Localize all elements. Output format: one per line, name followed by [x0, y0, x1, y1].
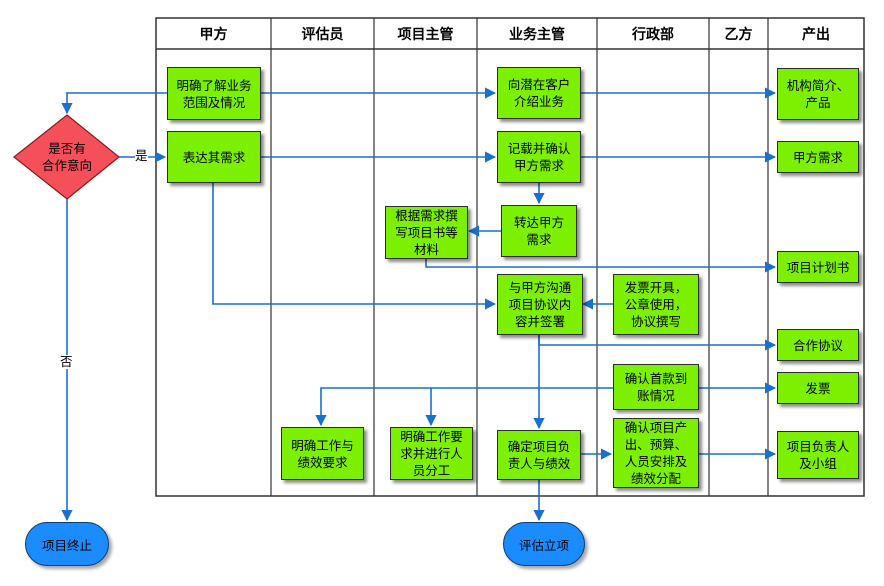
lane-header-xingzheng: 行政部 [632, 26, 674, 43]
terminal-start[interactable]: 评估立项 [503, 522, 585, 566]
node-biaoda[interactable]: 表达其需求 [167, 131, 261, 183]
lane-header-pinguyuan: 评估员 [301, 26, 344, 43]
decision-label: 是否有 合作意向 [41, 141, 92, 173]
node-zhuanda[interactable]: 转达甲方 需求 [501, 205, 577, 257]
terminal-end[interactable]: 项目终止 [25, 522, 109, 566]
node-xiangqianzai[interactable]: 向潜在客户 介绍业务 [497, 67, 581, 119]
output-fapiao[interactable]: 发票 [777, 372, 859, 404]
edge-label-no: 否 [60, 354, 73, 369]
node-goutong[interactable]: 与甲方沟通 项目协议内 容并签署 [497, 274, 583, 335]
edge-label-yes: 是 [135, 148, 148, 163]
output-xuqiu[interactable]: 甲方需求 [777, 141, 859, 173]
output-jigou[interactable]: 机构简介、 产品 [777, 68, 859, 120]
output-jihua[interactable]: 项目计划书 [777, 251, 859, 283]
lane-header-chanchu: 产出 [802, 26, 830, 43]
lane-header-jiafang: 甲方 [199, 26, 228, 43]
node-queren-shoukuan[interactable]: 确认首款到 账情况 [613, 364, 699, 410]
lane-header-xiangmu: 项目主管 [397, 26, 454, 43]
node-genju[interactable]: 根据需求撰 写项目书等 材料 [385, 206, 468, 259]
node-jizai[interactable]: 记载并确认 甲方需求 [497, 131, 581, 183]
lane-dividers [270, 18, 769, 496]
node-queding[interactable]: 确定项目负 责人与绩效 [497, 430, 581, 480]
node-mingque-gongzuo[interactable]: 明确工作与 绩效要求 [281, 427, 364, 480]
node-mingque-gongzuoyaoqiu[interactable]: 明确工作要 求并进行人 员分工 [390, 427, 473, 480]
node-mingque[interactable]: 明确了解业务 范围及情况 [167, 67, 261, 120]
lane-header-yifang: 乙方 [724, 26, 753, 43]
lane-header-yewu: 业务主管 [509, 26, 565, 43]
node-queren-chanchu[interactable]: 确认项目产 出、预算、 人员安排及 绩效分配 [613, 418, 699, 488]
node-fapiao-kaiju[interactable]: 发票开具， 公章使用， 协议撰写 [613, 274, 699, 335]
output-xieyi[interactable]: 合作协议 [777, 329, 859, 361]
output-fuzeren[interactable]: 项目负责人 及小组 [777, 431, 859, 479]
swimlane-frame [155, 17, 865, 497]
